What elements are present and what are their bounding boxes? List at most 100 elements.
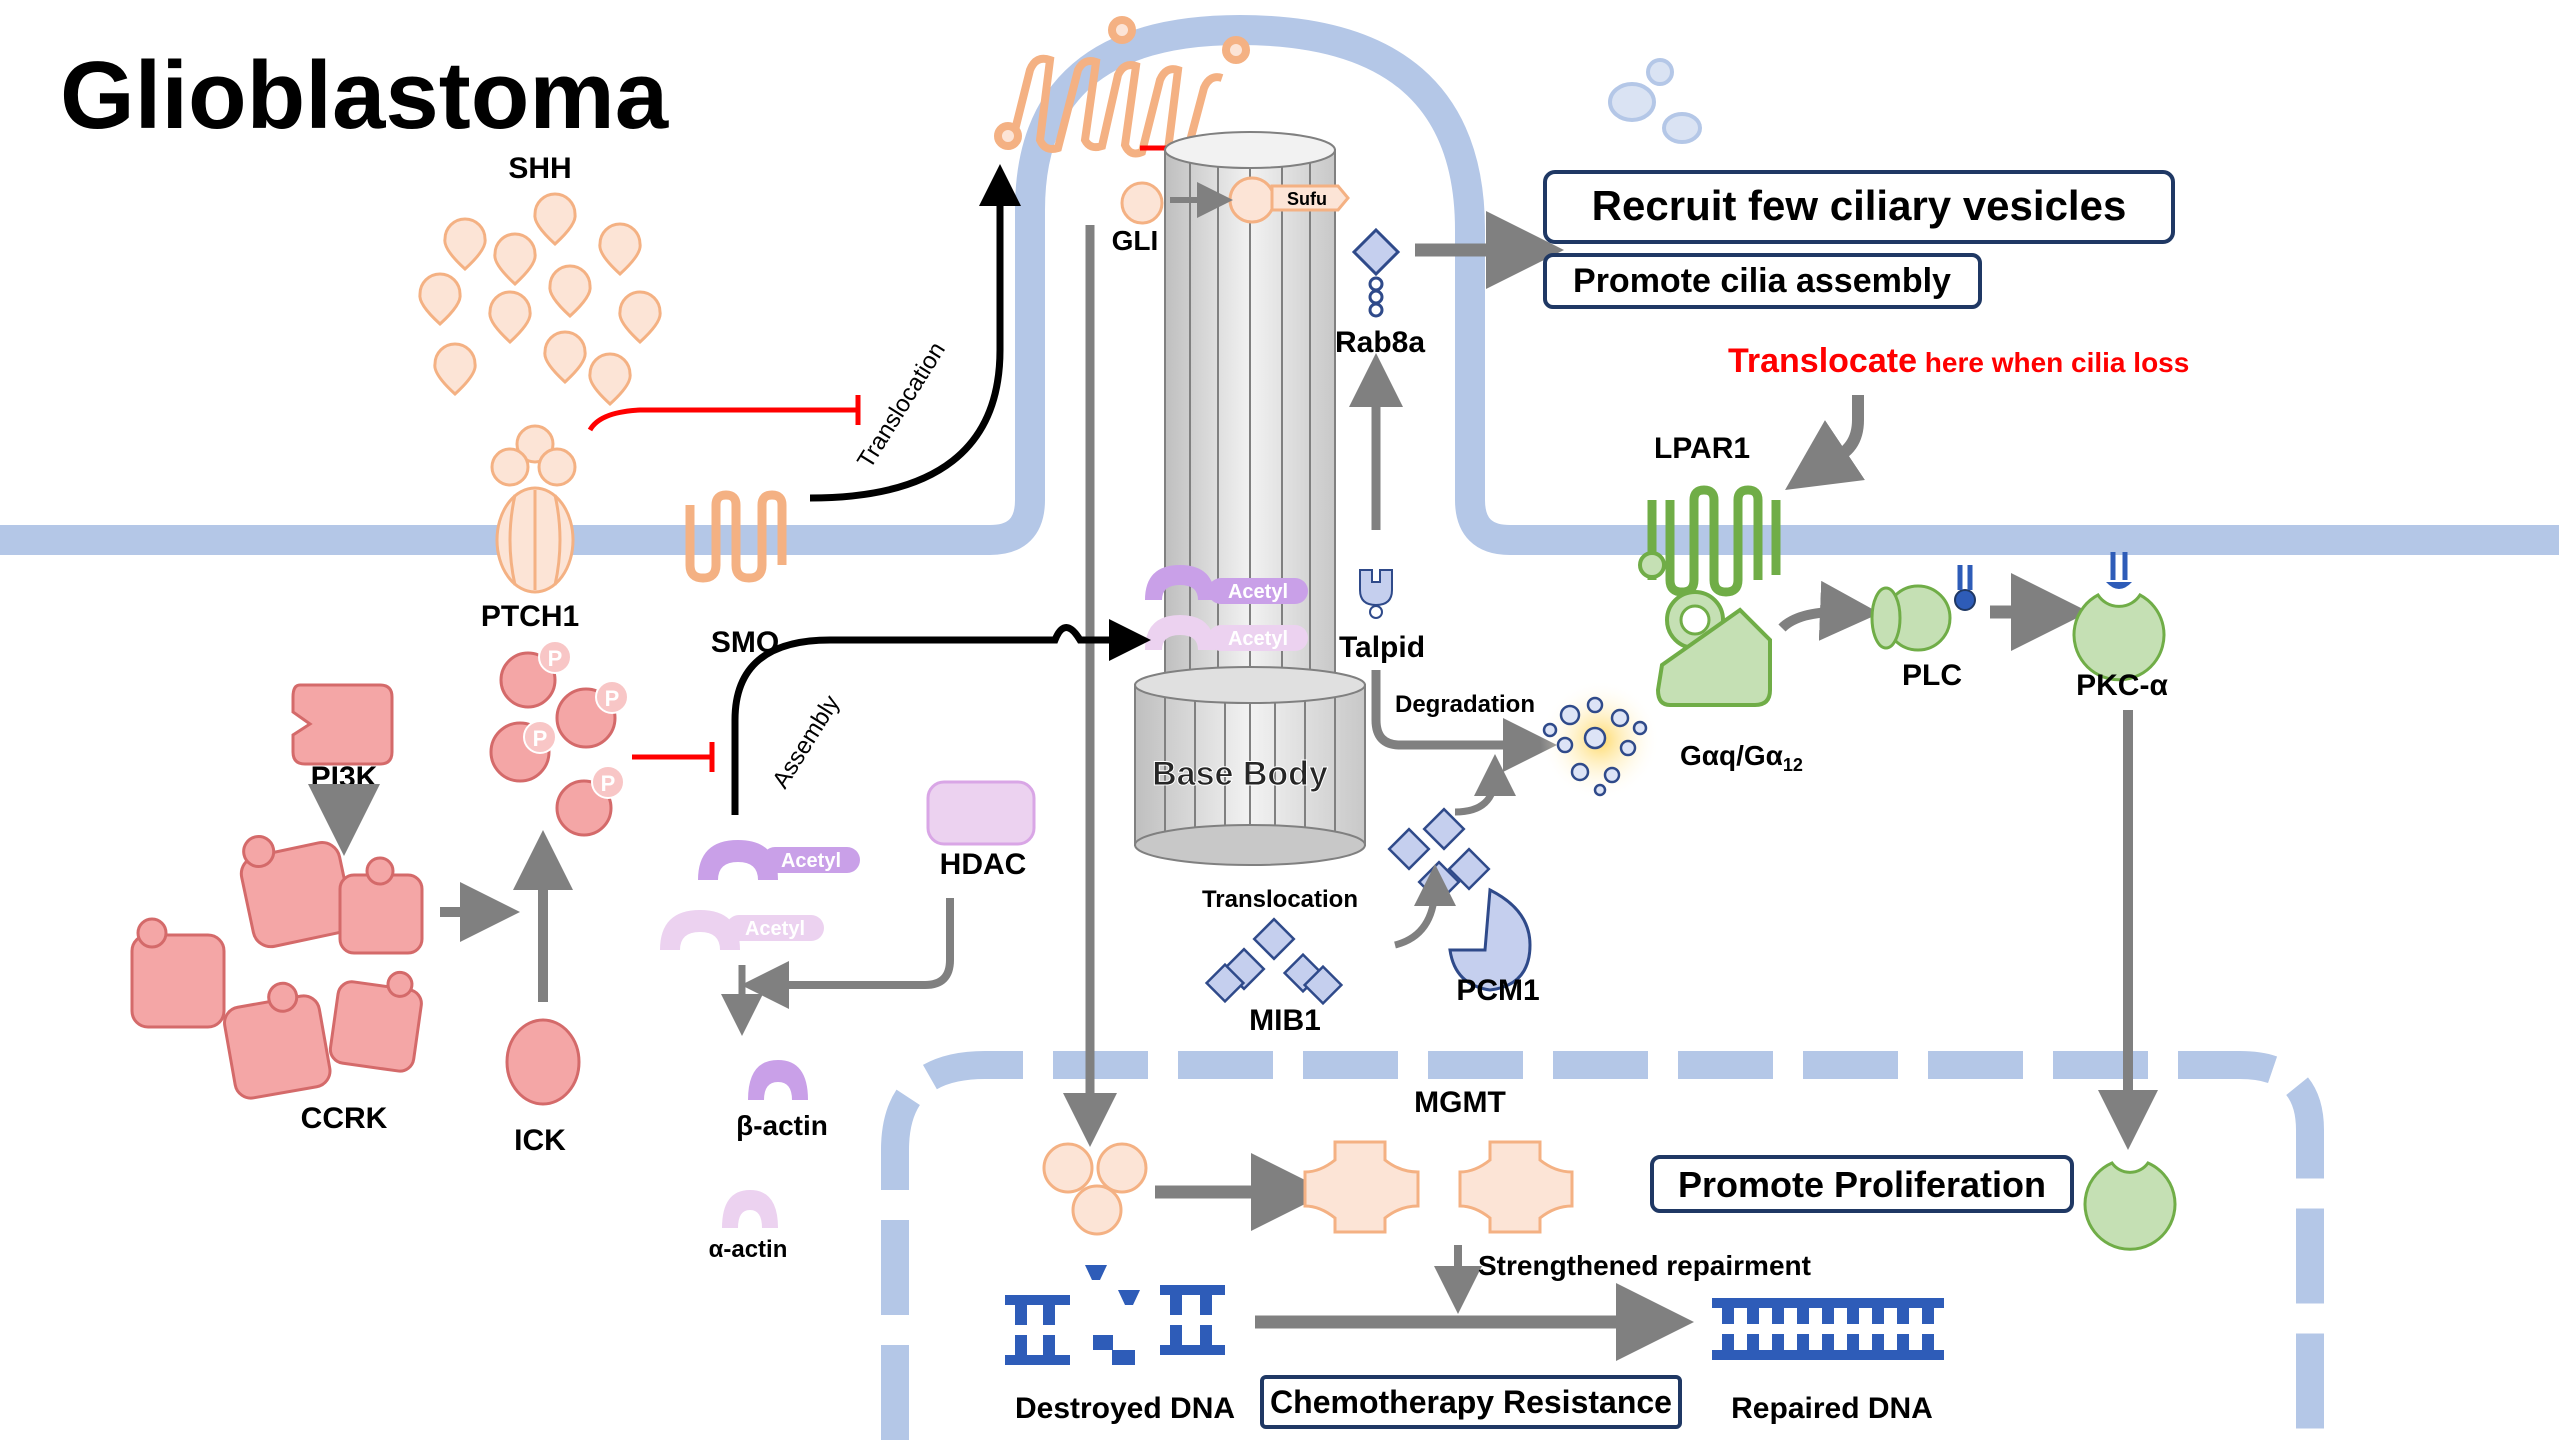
- translocate-arrow: [1785, 395, 1865, 490]
- chemo-resistance-box: [1260, 1375, 1682, 1429]
- hdac-protein: [926, 780, 1036, 846]
- ptch1-label: PTCH1: [481, 600, 579, 633]
- plc-enzyme: [1870, 565, 1976, 652]
- dna-segment: [1897, 1308, 1909, 1324]
- destroyed-dna: [1005, 1265, 1225, 1365]
- shh-ligand-cluster: [418, 192, 662, 407]
- alpha-actin-protein: [722, 1190, 778, 1228]
- shh-label: SHH: [508, 152, 571, 185]
- dna-segment: [1797, 1308, 1809, 1324]
- shh-ligand: [418, 272, 462, 327]
- gli-sufu-complex: [1228, 176, 1276, 224]
- dna-segment: [1872, 1334, 1884, 1350]
- recruit-vesicles-box: [1543, 170, 2175, 244]
- g-to-plc-arrow: [1778, 580, 1880, 641]
- dna-segment: [1922, 1334, 1934, 1350]
- shh-ligand: [443, 217, 487, 272]
- ick-protein: [505, 1018, 581, 1106]
- phospho-label-4: P: [601, 771, 616, 796]
- talpid-label: Talpid: [1339, 631, 1425, 664]
- dna-segment: [1772, 1308, 1784, 1324]
- translocate-note-strong: Translocate: [1728, 342, 1917, 380]
- dna-segment: [1797, 1334, 1809, 1350]
- promote-cilia-box: [1543, 253, 1982, 309]
- ccrk-cluster: [130, 835, 424, 1100]
- shh-ligand: [598, 222, 642, 277]
- alpha-actin-label: α-actin: [709, 1236, 788, 1263]
- pcm1-degradation-arrow: [1454, 754, 1516, 816]
- shh-ligand: [588, 352, 632, 407]
- lpar1-label: LPAR1: [1654, 432, 1750, 465]
- shh-ligand: [548, 264, 592, 319]
- acetyl-tubulin-cytoplasm: [660, 840, 860, 950]
- phospho-label-2: P: [605, 686, 620, 711]
- mib1-translocation-arrow: [1394, 864, 1456, 949]
- translocation-arrow-label: Translocation: [852, 337, 951, 473]
- mib1-cluster: [1204, 917, 1344, 1006]
- base-body: [1134, 666, 1366, 866]
- pi3k-label: PI3K: [311, 761, 378, 794]
- pkc-label: PKC-α: [2076, 669, 2168, 702]
- pcm1-cluster: [1387, 807, 1491, 904]
- cilium-axoneme: [1164, 131, 1336, 711]
- mib1-translocation-label: Translocation: [1202, 886, 1358, 913]
- dna-segment: [1712, 1298, 1944, 1308]
- degradation-arrow: [1371, 670, 1557, 772]
- gli-label: GLI: [1112, 225, 1159, 256]
- dna-segment: [1747, 1308, 1759, 1324]
- hdac-label: HDAC: [940, 848, 1027, 881]
- shh-ligand: [543, 330, 587, 385]
- promote-proliferation-text: Promote Proliferation: [1678, 1164, 2046, 1205]
- acetyl-label-2: Acetyl: [1228, 628, 1288, 650]
- rab8a-label: Rab8a: [1335, 326, 1425, 359]
- ccrk-label: CCRK: [301, 1102, 388, 1135]
- assembly-arrow: [731, 619, 1151, 815]
- phospho-label-1: P: [548, 646, 563, 671]
- pcm1-protein: [1448, 887, 1532, 992]
- dna-segment: [1772, 1334, 1784, 1350]
- recruit-vesicles-text: Recruit few ciliary vesicles: [1592, 182, 2127, 229]
- strengthened-label: Strengthened repairment: [1478, 1250, 1811, 1281]
- chemo-resistance-text: Chemotherapy Resistance: [1270, 1384, 1672, 1420]
- talpid-protein: [1359, 569, 1393, 619]
- diagram-title: Glioblastoma: [60, 42, 669, 149]
- galpha-label: Gαq/Gα12: [1680, 740, 1803, 775]
- phospho-ptch1-cluster: [489, 640, 629, 837]
- mgmt-label: MGMT: [1414, 1086, 1506, 1119]
- g-protein-pocket: [1679, 604, 1711, 636]
- beta-actin-label: β-actin: [736, 1110, 828, 1141]
- destroyed-dna-label: Destroyed DNA: [1015, 1392, 1235, 1425]
- rab8a-protein: [1351, 227, 1401, 318]
- plc-label: PLC: [1902, 659, 1962, 692]
- shh-ligand: [618, 290, 662, 345]
- translocate-note: Translocate here when cilia loss: [1728, 342, 2189, 380]
- mib1-label: MIB1: [1249, 1004, 1321, 1037]
- acetyl-tubulin-cilia: [1145, 565, 1308, 651]
- smo-receptor: [685, 490, 787, 583]
- pi3k-protein: [291, 683, 394, 766]
- ick-label: ICK: [514, 1124, 566, 1157]
- dna-segment: [1747, 1334, 1759, 1350]
- shh-ligand: [533, 192, 577, 247]
- shh-ligand: [493, 232, 537, 287]
- dna-segment: [1822, 1308, 1834, 1324]
- dna-segment: [1847, 1308, 1859, 1324]
- dna-segment: [1897, 1334, 1909, 1350]
- gli-nuclear-cluster: [1042, 1142, 1148, 1236]
- beta-actin-protein: [748, 1060, 808, 1100]
- dna-segment: [1847, 1334, 1859, 1350]
- g-protein: [1655, 590, 1772, 707]
- translocation-arrow: [809, 164, 1021, 502]
- mgmt-protein: [1303, 1140, 1574, 1234]
- repaired-dna: [1712, 1298, 1944, 1360]
- cell-membrane: [0, 14, 2559, 555]
- translocate-note-rest: here when cilia loss: [1917, 347, 2189, 378]
- repaired-dna-label: Repaired DNA: [1731, 1392, 1933, 1425]
- dna-segment: [1712, 1350, 1944, 1360]
- sufu-label: Sufu: [1287, 189, 1327, 209]
- acetyl-label-1: Acetyl: [1228, 581, 1288, 603]
- phospho-label-3: P: [533, 726, 548, 751]
- dna-segment: [1822, 1334, 1834, 1350]
- shh-ligand: [488, 290, 532, 345]
